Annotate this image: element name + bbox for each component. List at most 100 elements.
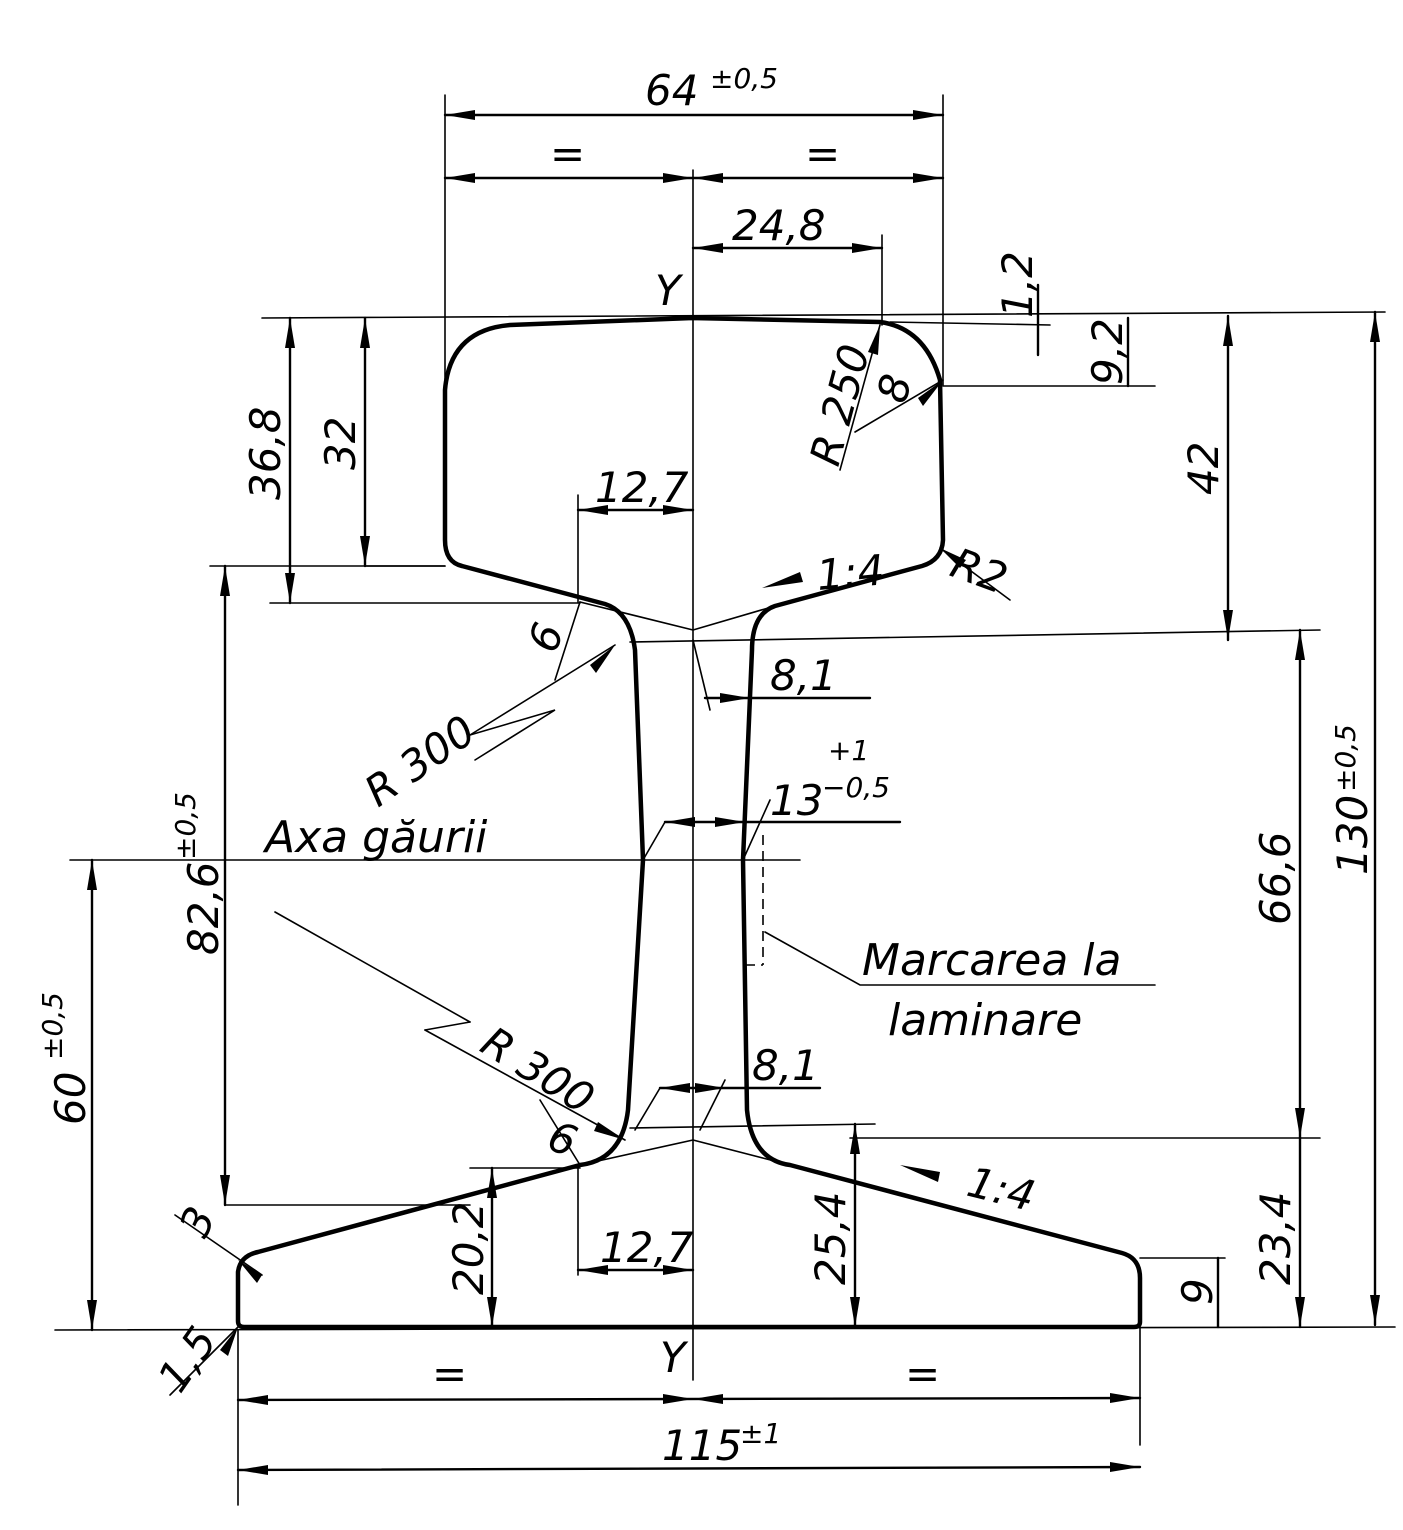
dim-web-thickness-upper: 8,1 xyxy=(770,651,837,700)
arrow-base-width-right xyxy=(1110,1462,1140,1472)
arrow-24-8-left xyxy=(693,243,723,253)
arrow-r250 xyxy=(868,325,880,355)
dim-equal-left-bottom: = xyxy=(432,1349,467,1398)
foot-taper-line-right xyxy=(692,1139,791,1166)
dim-fillet-upper: 6 xyxy=(518,617,573,659)
arrow-42-bottom xyxy=(1223,610,1233,640)
arrow-equal-bottom-1 xyxy=(238,1395,268,1405)
extension-line-8-1-upper xyxy=(692,639,711,711)
leader-8-1-lower-right xyxy=(699,1079,726,1131)
dim-foot-slope: 1:4 xyxy=(963,1157,1040,1221)
axis-label-top: Y xyxy=(655,266,684,315)
arrow-12-7-top-left xyxy=(578,505,608,515)
arrow-equal-top-3 xyxy=(693,173,723,183)
arrow-slope-foot xyxy=(900,1165,940,1182)
arrow-equal-top-2 xyxy=(663,173,693,183)
web-ref-line-upper xyxy=(629,629,1321,643)
arrow-60-bottom xyxy=(87,1300,97,1330)
dim-head-underside-radius: R2 xyxy=(945,538,1014,603)
leader-hole xyxy=(742,799,771,861)
dim-total-height: 130 xyxy=(1328,795,1377,875)
arrow-82-6-bottom xyxy=(220,1175,230,1205)
axis-label-bottom: Y xyxy=(660,1333,689,1382)
arrow-25-4-bottom xyxy=(850,1297,860,1327)
dim-line-base-width xyxy=(236,1465,1142,1472)
dim-foot-corner-radius: 3 xyxy=(170,1199,226,1244)
arrow-130-bottom xyxy=(1370,1295,1380,1325)
arrow-r300-lower xyxy=(594,1122,625,1140)
dim-hole-height-from-base-tol: ±0,5 xyxy=(36,992,69,1060)
leader-8-1-lower-left xyxy=(634,1087,661,1131)
arrow-8-1-lower-left xyxy=(660,1083,690,1093)
arrow-r300-upper xyxy=(590,645,615,673)
dim-foot-edge-height: 9 xyxy=(1173,1278,1222,1305)
arrow-24-8-right xyxy=(852,243,882,253)
arrow-20-2-top xyxy=(487,1168,497,1198)
leader-corner-1-5 xyxy=(169,1326,239,1396)
leader-corner-3 xyxy=(174,1214,263,1276)
dim-corner-radius-top: 8 xyxy=(867,369,921,408)
arrow-66-6-bottom xyxy=(1295,1108,1305,1138)
leader-r300-upper-break xyxy=(469,709,556,761)
dim-hole-height-from-top-tol: ±0,5 xyxy=(169,792,202,860)
leader-r300-lower-2 xyxy=(424,1029,626,1141)
arrow-head-width-right xyxy=(913,110,943,120)
hole-axis-label: Axa găurii xyxy=(262,812,488,863)
leader-corner-8 xyxy=(854,379,944,433)
dim-crown-drop: 1,2 xyxy=(993,251,1042,318)
arrow-r2 xyxy=(940,548,966,568)
dim-web-radius-upper: R 300 xyxy=(356,706,485,817)
dim-head-width-tol: ±0,5 xyxy=(710,62,778,95)
leader-r300-lower-break xyxy=(424,1021,471,1031)
leader-r300-upper xyxy=(469,644,616,736)
dim-hole-tol-plus: +1 xyxy=(828,734,869,767)
dim-equal-right-top: = xyxy=(805,129,840,178)
dim-hole-height-from-top: 82,6 xyxy=(179,861,228,955)
marking-label-line1: Marcarea la xyxy=(862,935,1121,986)
arrow-36-8-top xyxy=(285,318,295,348)
top-reference-line xyxy=(261,311,1386,319)
dim-hole-height-from-base: 60 xyxy=(46,1072,95,1125)
dim-head-side-height: 9,2 xyxy=(1083,318,1132,385)
arrow-36-8-bottom xyxy=(285,573,295,603)
leader-r300-lower xyxy=(274,911,471,1023)
arrow-20-2-bottom xyxy=(487,1297,497,1327)
rail-profile-outline xyxy=(235,315,1143,1330)
arrow-equal-top-1 xyxy=(445,173,475,183)
dim-head-inner-height-left: 32 xyxy=(316,417,365,470)
arrow-equal-bottom-2 xyxy=(663,1394,693,1404)
arrow-base-width-left xyxy=(238,1465,268,1475)
dim-web-thickness-lower: 8,1 xyxy=(752,1041,819,1090)
dim-equal-right-bottom: = xyxy=(905,1349,940,1398)
arrow-corner-8 xyxy=(918,380,943,406)
arrow-8-1-upper xyxy=(720,693,750,703)
dim-head-total-height-left: 36,8 xyxy=(241,406,290,500)
arrow-130-top xyxy=(1370,312,1380,342)
leader-fillet-lower xyxy=(539,1099,581,1166)
dim-hole-diameter: 13 xyxy=(770,776,823,825)
arrow-12-7-bottom-left xyxy=(578,1265,608,1275)
dim-head-underside-slope: 1:4 xyxy=(815,545,887,600)
arrow-32-bottom xyxy=(360,536,370,566)
dim-foot-total-height: 23,4 xyxy=(1251,1191,1300,1285)
arrow-8-1-lower-right xyxy=(695,1083,725,1093)
dim-base-width-tol: ±1 xyxy=(740,1417,781,1450)
arrow-head-width-left xyxy=(445,110,475,120)
arrow-25-4-top xyxy=(850,1124,860,1154)
arrow-12-7-bottom-right xyxy=(663,1265,693,1275)
arrow-60-top xyxy=(87,860,97,890)
dim-crown-radius: R 250 xyxy=(800,339,879,470)
dim-head-neck-offset: 12,7 xyxy=(595,463,689,512)
arrow-hole-right xyxy=(715,817,745,827)
arrow-equal-bottom-4 xyxy=(1110,1393,1140,1403)
marking-label-line2: laminare xyxy=(888,995,1082,1046)
web-ref-line-lower xyxy=(629,1123,876,1129)
dim-fillet-lower: 6 xyxy=(542,1111,584,1166)
arrow-82-6-top xyxy=(220,566,230,596)
arrow-12-7-top-right xyxy=(663,505,693,515)
dim-total-height-tol: ±0,5 xyxy=(1329,724,1362,792)
dim-web-radius-lower: R 300 xyxy=(473,1017,603,1124)
dim-head-width: 64 xyxy=(645,66,698,115)
leader-hole-left xyxy=(642,821,666,861)
leader-marking xyxy=(764,931,1156,986)
